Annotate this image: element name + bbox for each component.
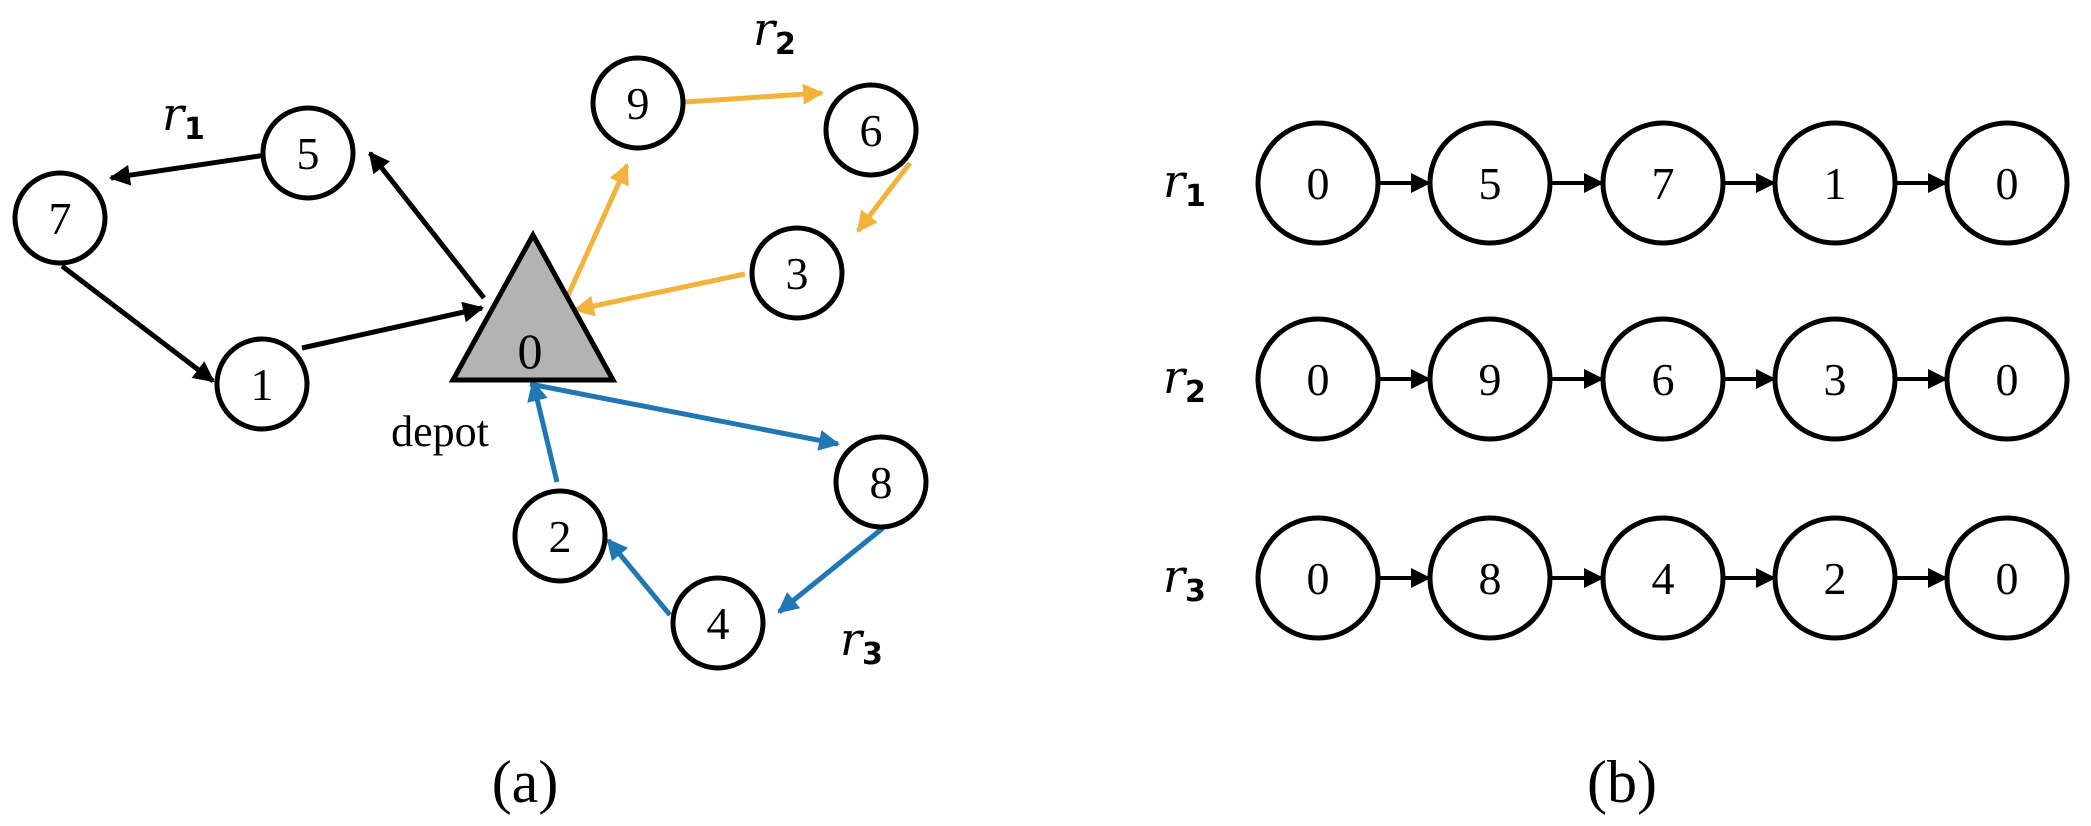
- sequence-node-label: 3: [1824, 354, 1847, 405]
- node-1: 1: [214, 336, 310, 432]
- sequence-node-label: 8: [1479, 553, 1502, 604]
- depot-number: 0: [518, 323, 543, 379]
- route-label-r3: r3: [840, 612, 883, 672]
- node-3: 3: [749, 225, 845, 321]
- route-row-r2: r2 0 9 6 3 0: [1163, 316, 2070, 442]
- sequence-node-label: 5: [1479, 158, 1502, 209]
- sequence-node: [1772, 120, 1898, 246]
- svg-text:4: 4: [707, 598, 730, 649]
- edge-4-2: [606, 538, 672, 617]
- sequence-node-label: 4: [1652, 553, 1675, 604]
- edge-6-3: [856, 161, 912, 233]
- sequence-node: [1600, 515, 1726, 641]
- depot-node: 0 depot: [391, 229, 618, 456]
- svg-text:9: 9: [627, 78, 650, 129]
- sequence-node: [1255, 515, 1381, 641]
- sequence-node-label: 0: [1996, 553, 2019, 604]
- edge-2-0: [527, 379, 560, 483]
- svg-text:6: 6: [860, 105, 883, 156]
- node-6: 6: [823, 82, 919, 178]
- edge-8-4: [777, 526, 885, 614]
- sequence-node: [1600, 316, 1726, 442]
- sequence-node-label: 7: [1652, 158, 1675, 209]
- sequence-node-label: 0: [1996, 158, 2019, 209]
- node-4: 4: [670, 575, 766, 671]
- route-sequence-rows: r1 0 5 7 1 0 r2 0 9 6 3 0 r3 0 8 4 2 0: [1163, 120, 2070, 641]
- sequence-node-label: 0: [1307, 553, 1330, 604]
- sequence-node: [1944, 120, 2070, 246]
- edge-0-5: [368, 151, 486, 300]
- sequence-node: [1427, 515, 1553, 641]
- edge-7-1: [60, 264, 215, 383]
- svg-text:5: 5: [297, 128, 320, 179]
- route-row-label-r2: r2: [1163, 350, 1206, 410]
- edge-3-0: [572, 271, 746, 317]
- depot-label: depot: [391, 407, 489, 456]
- sequence-node-label: 0: [1307, 158, 1330, 209]
- route-row-label-r3: r3: [1163, 549, 1206, 609]
- node-9: 9: [590, 55, 686, 151]
- svg-text:3: 3: [786, 248, 809, 299]
- route-row-r1: r1 0 5 7 1 0: [1163, 120, 2070, 246]
- edge-0-8: [529, 381, 841, 451]
- node-7: 7: [12, 170, 108, 266]
- sequence-node-label: 6: [1652, 354, 1675, 405]
- sequence-node: [1600, 120, 1726, 246]
- panel-a: 0 depot 5 7 1 9 6 3 8: [12, 2, 929, 815]
- svg-text:2: 2: [549, 511, 572, 562]
- sequence-node: [1255, 316, 1381, 442]
- node-5: 5: [260, 105, 356, 201]
- sequence-node-label: 1: [1824, 158, 1847, 209]
- edge-0-9: [563, 163, 630, 302]
- sequence-node: [1427, 120, 1553, 246]
- sequence-node: [1944, 316, 2070, 442]
- panel-b: r1 0 5 7 1 0 r2 0 9 6 3 0 r3 0 8 4 2 0 (b): [1163, 120, 2070, 815]
- panel-b-caption: (b): [1587, 749, 1657, 815]
- sequence-node-label: 9: [1479, 354, 1502, 405]
- depot-triangle: [448, 229, 618, 383]
- sequence-node: [1772, 316, 1898, 442]
- sequence-node: [1427, 316, 1553, 442]
- route-row-label-r1: r1: [1163, 154, 1206, 214]
- edge-9-6: [684, 83, 825, 105]
- route-r1-edges: [60, 151, 486, 383]
- sequence-node: [1772, 515, 1898, 641]
- node-8: 8: [833, 434, 929, 530]
- sequence-node-label: 0: [1996, 354, 2019, 405]
- route-label-r2: r2: [753, 2, 796, 62]
- sequence-node-label: 0: [1307, 354, 1330, 405]
- sequence-node: [1255, 120, 1381, 246]
- svg-text:8: 8: [870, 457, 893, 508]
- edge-5-7: [108, 152, 267, 186]
- sequence-node: [1944, 515, 2070, 641]
- sequence-node-label: 2: [1824, 553, 1847, 604]
- edge-1-0: [301, 301, 485, 351]
- svg-text:1: 1: [251, 359, 274, 410]
- route-row-r3: r3 0 8 4 2 0: [1163, 515, 2070, 641]
- route-r3-edges: [527, 379, 885, 617]
- panel-a-caption: (a): [492, 749, 559, 815]
- node-2: 2: [512, 488, 608, 584]
- svg-text:7: 7: [49, 193, 72, 244]
- route-label-r1: r1: [162, 87, 205, 147]
- route-r2-edges: [563, 83, 912, 317]
